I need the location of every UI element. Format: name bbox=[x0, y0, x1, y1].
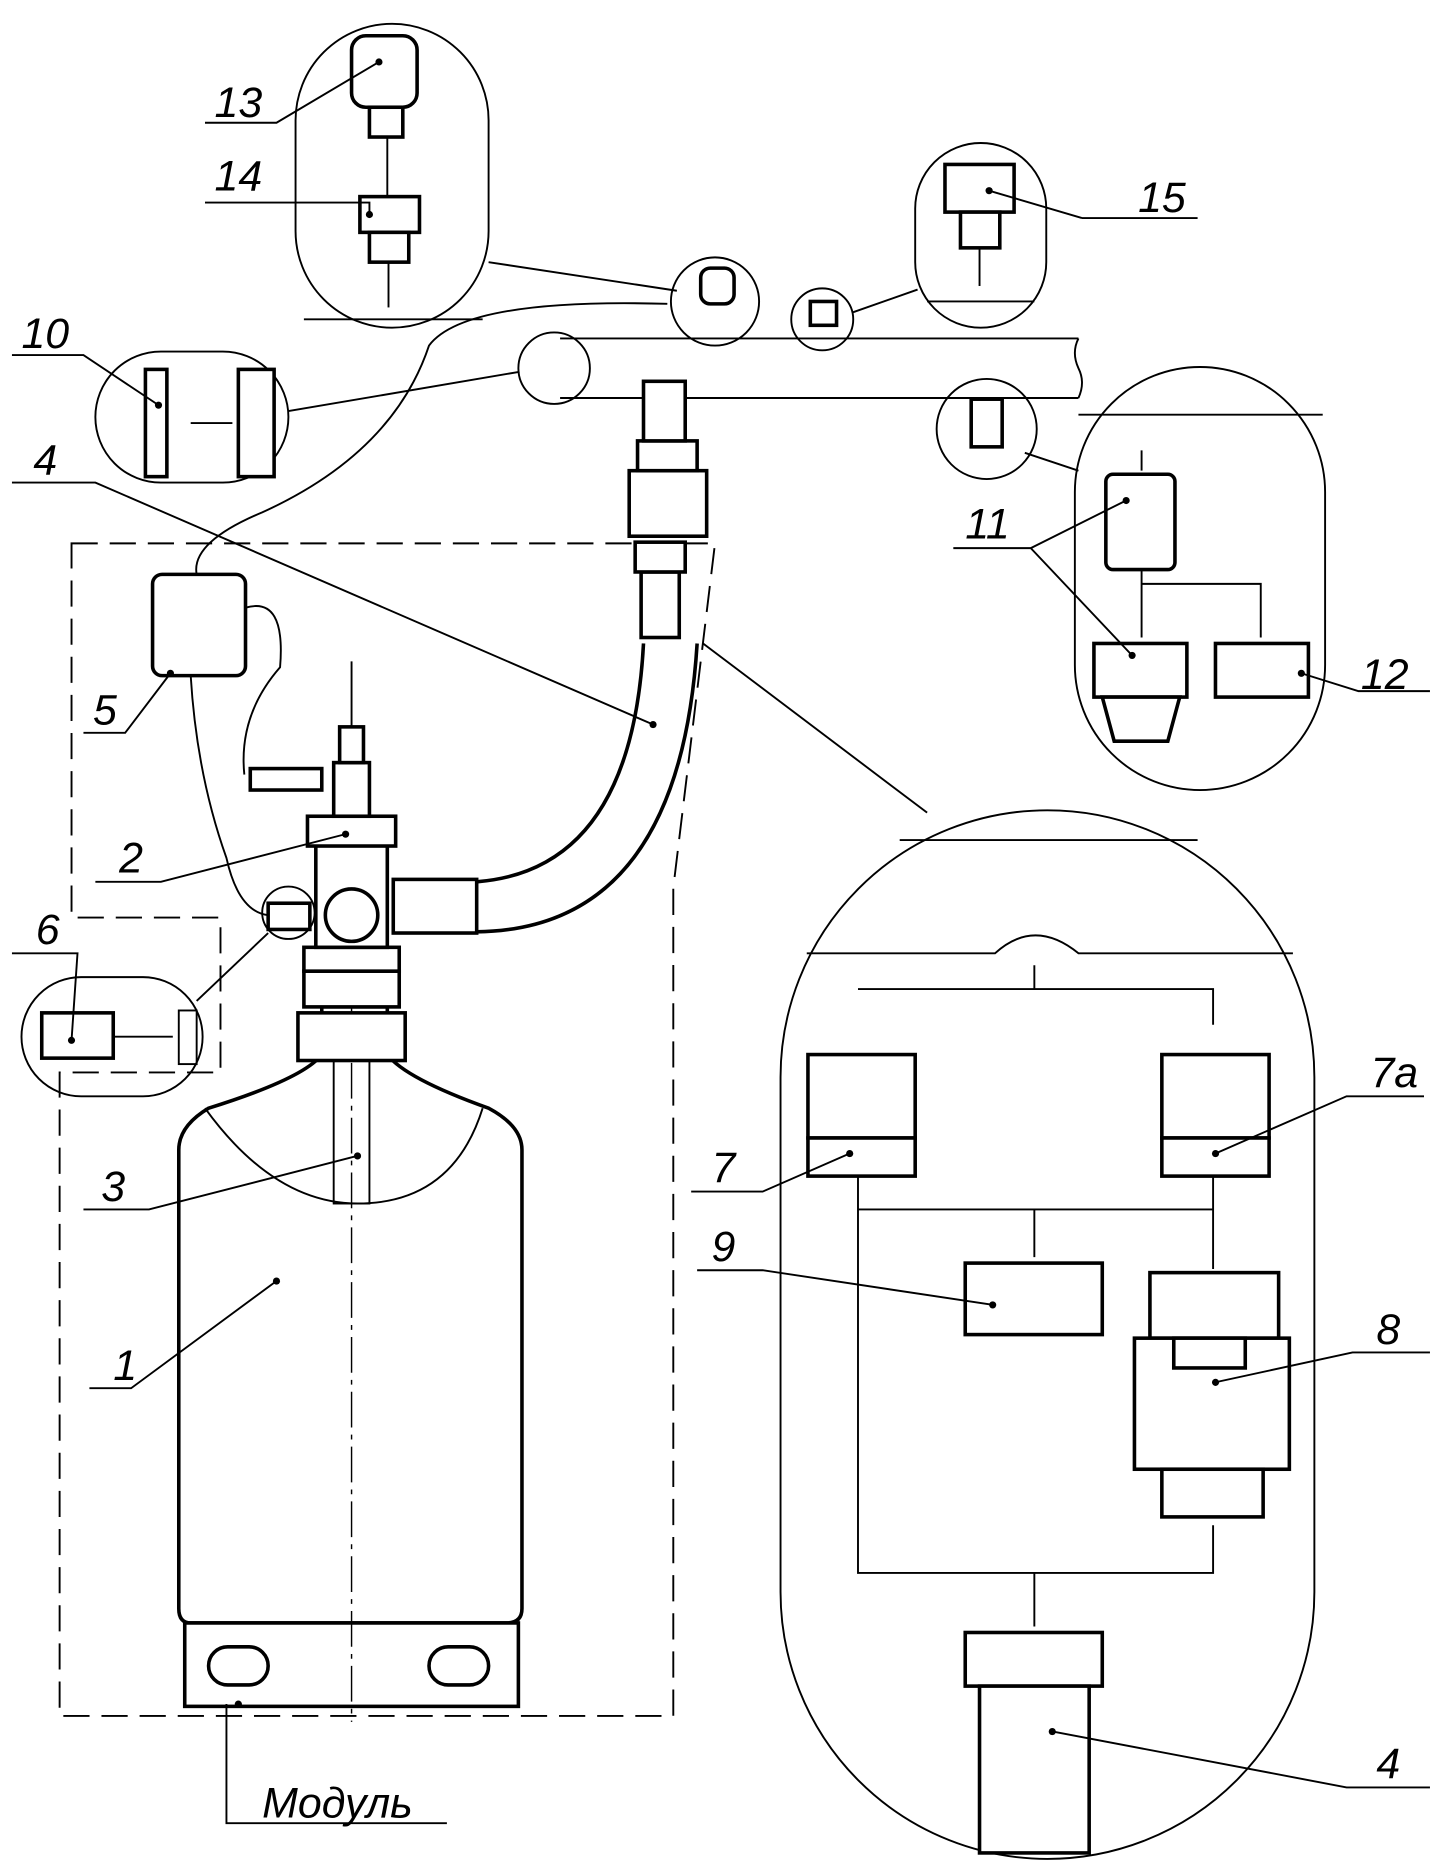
callout-7-8-9 bbox=[779, 809, 1316, 1860]
label-5: 5 bbox=[93, 687, 117, 735]
detail-circle-13 bbox=[669, 256, 761, 347]
label-11: 11 bbox=[965, 501, 1010, 549]
label-13: 13 bbox=[215, 79, 263, 127]
label-6: 6 bbox=[36, 906, 60, 954]
leader-lines bbox=[11, 61, 1430, 1825]
detail-circle-11 bbox=[935, 377, 1038, 480]
callout-11-12 bbox=[1073, 366, 1327, 791]
label-15: 15 bbox=[1138, 174, 1186, 222]
label-4-detail: 4 bbox=[1376, 1740, 1400, 1788]
callout-6 bbox=[20, 976, 204, 1098]
label-7: 7 bbox=[711, 1144, 737, 1192]
cables bbox=[189, 302, 668, 917]
label-module: Модуль bbox=[262, 1779, 413, 1827]
label-4-main: 4 bbox=[33, 436, 57, 484]
module-boundary bbox=[58, 542, 717, 1717]
label-1: 1 bbox=[113, 1342, 137, 1390]
callout-15 bbox=[914, 142, 1048, 329]
label-10: 10 bbox=[21, 310, 69, 358]
cylinder bbox=[176, 953, 524, 1722]
label-14: 14 bbox=[215, 153, 263, 201]
hose bbox=[476, 643, 699, 934]
label-2: 2 bbox=[118, 834, 143, 882]
hose-fittings bbox=[627, 379, 709, 640]
callout-13-14 bbox=[294, 22, 490, 329]
label-8: 8 bbox=[1376, 1306, 1400, 1354]
label-9: 9 bbox=[711, 1223, 735, 1271]
callout-10 bbox=[94, 350, 290, 484]
label-3: 3 bbox=[101, 1163, 125, 1211]
detail-circle-15 bbox=[790, 287, 855, 352]
detail-circle-6 bbox=[261, 885, 316, 940]
label-7a: 7а bbox=[1370, 1049, 1418, 1097]
detail-circle-10 bbox=[517, 331, 591, 405]
label-12: 12 bbox=[1361, 651, 1409, 699]
control-box bbox=[150, 572, 248, 678]
